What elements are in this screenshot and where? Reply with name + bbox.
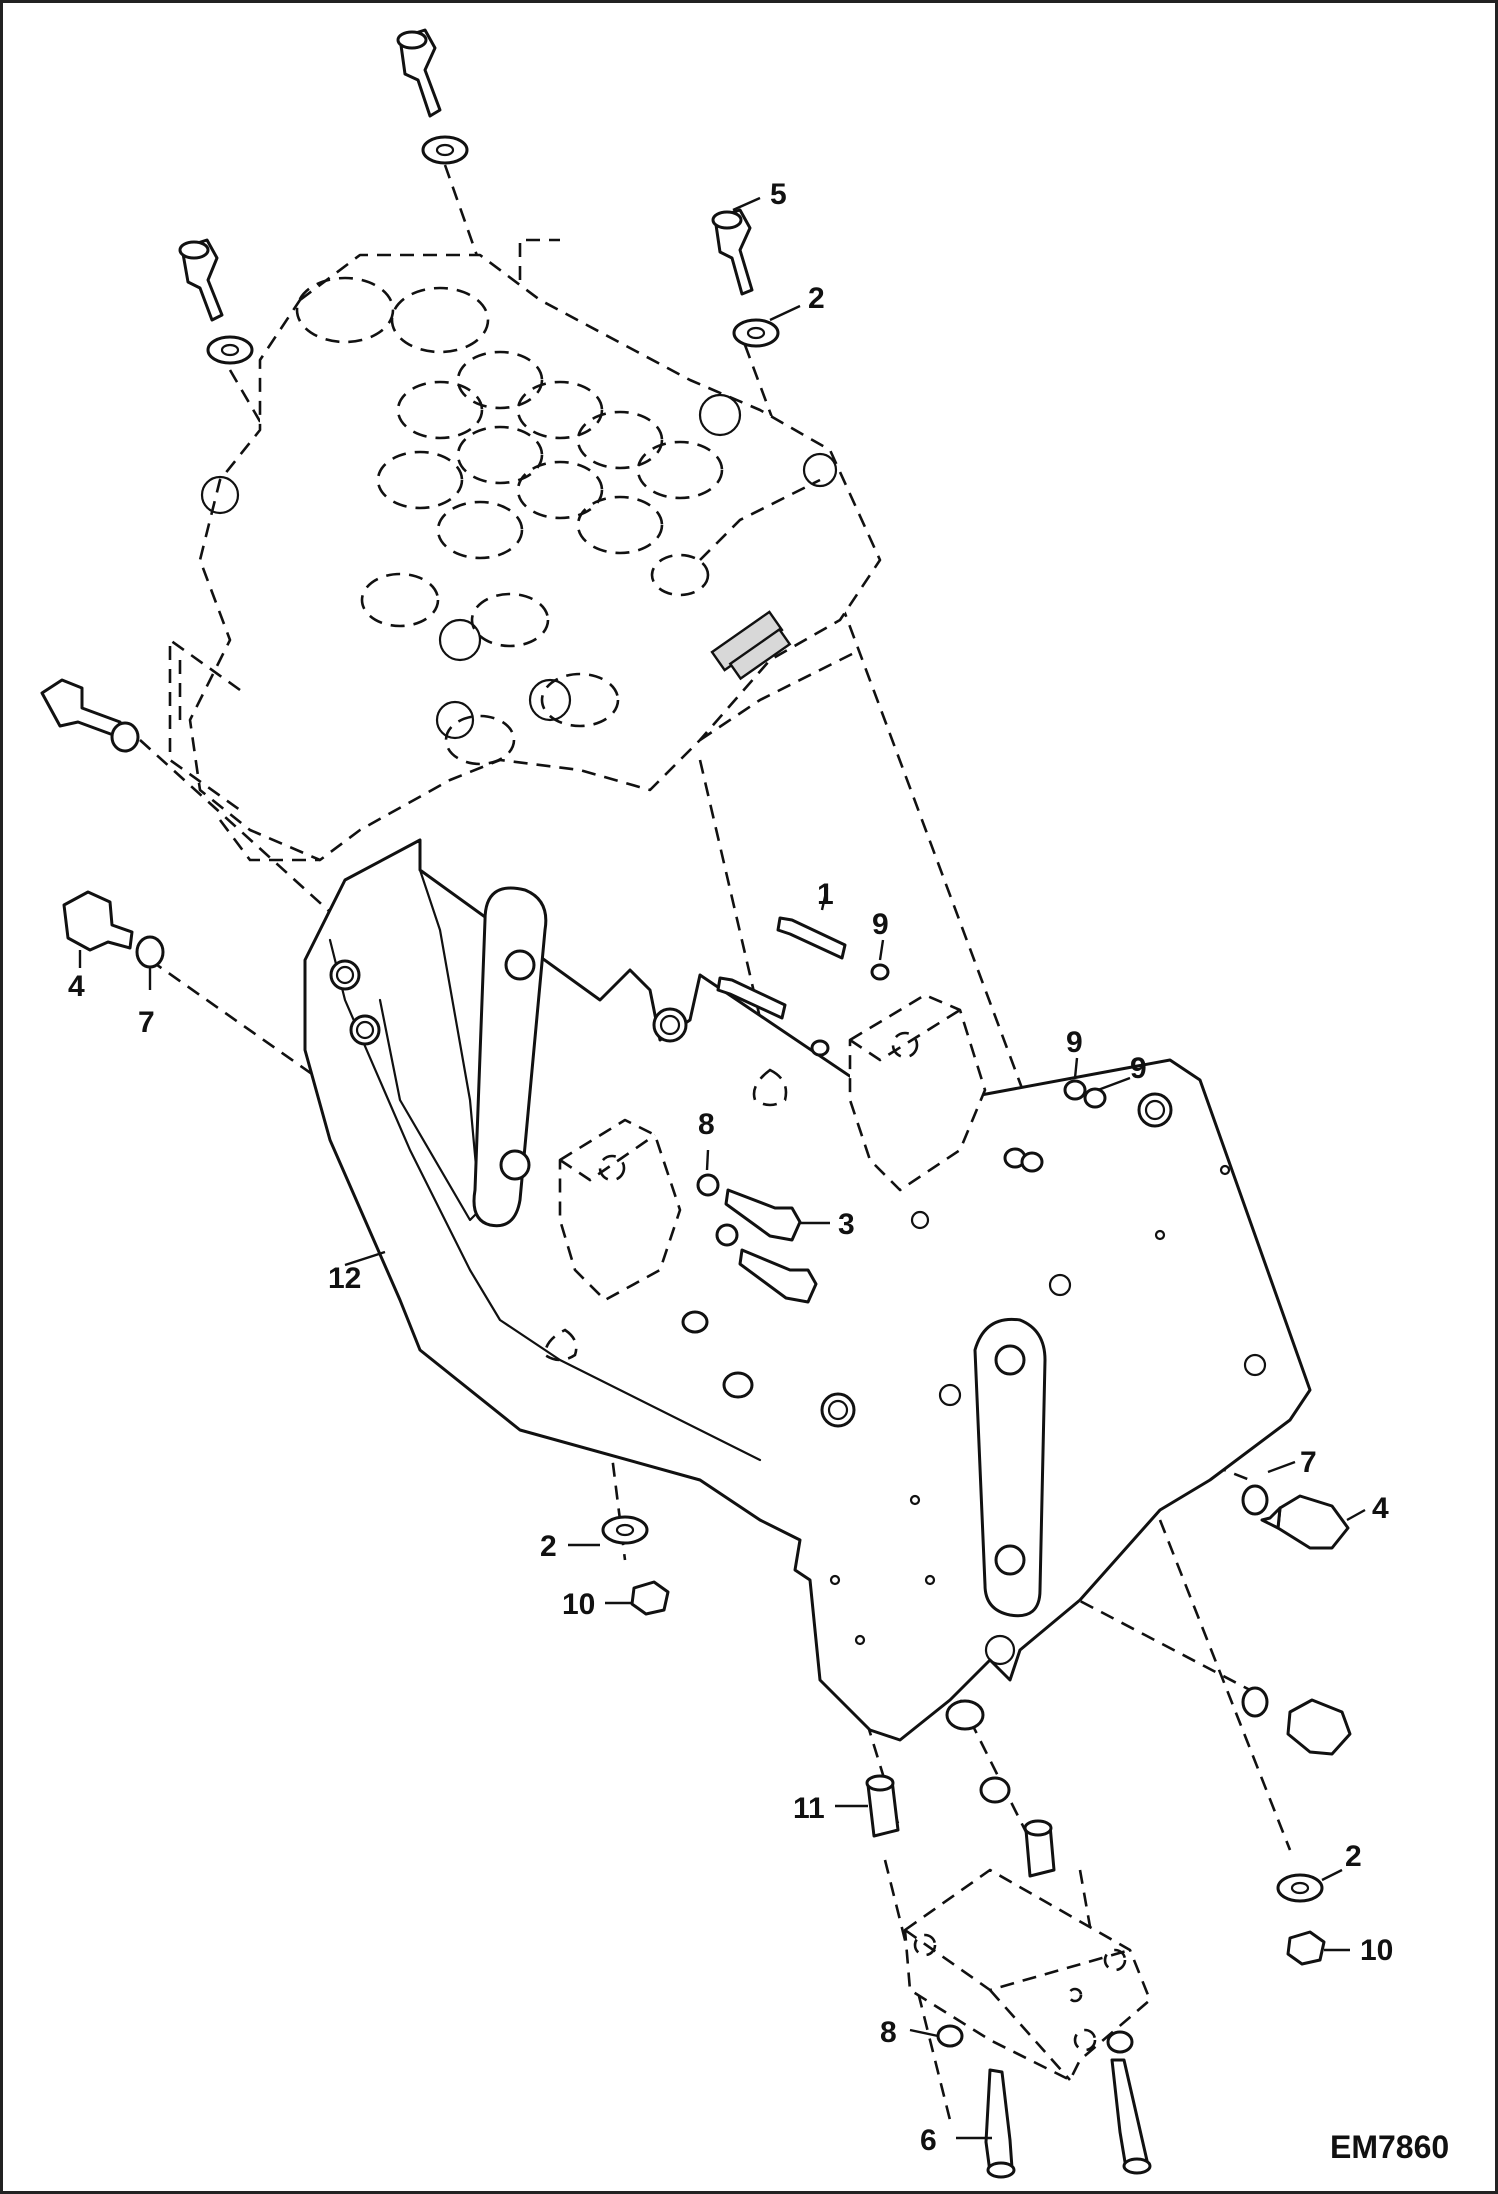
bolt-right-lower xyxy=(1286,1698,1352,1756)
callout-2-right: 2 xyxy=(1345,1840,1362,1873)
callout-10-left: 10 xyxy=(562,1588,595,1621)
bolt-item-4-left xyxy=(62,890,134,952)
callout-4-left: 4 xyxy=(68,970,85,1003)
washers-nuts xyxy=(110,135,1326,2054)
callout-8-lower: 8 xyxy=(880,2016,897,2049)
callout-6: 6 xyxy=(920,2124,937,2157)
bolts xyxy=(40,28,1352,2179)
callout-9-right: 9 xyxy=(1130,1052,1147,1085)
callout-leaders xyxy=(78,196,1366,2140)
bolt-lower-mid xyxy=(738,1248,818,1304)
callout-10-right: 10 xyxy=(1360,1934,1393,1967)
bolt-item-5 xyxy=(711,208,754,296)
callout-7-right: 7 xyxy=(1300,1446,1317,1479)
bolt-pin-center xyxy=(716,976,787,1020)
bolt-left-valve xyxy=(40,678,122,738)
callout-3: 3 xyxy=(838,1208,855,1241)
callout-2-lower: 2 xyxy=(540,1530,557,1563)
callout-5: 5 xyxy=(770,178,787,211)
bolt-top-center xyxy=(396,28,442,118)
callout-labels: 5 2 1 9 9 9 8 3 4 7 12 2 10 11 7 4 2 10 … xyxy=(68,178,1393,2157)
dashed-blocks xyxy=(543,993,1152,2082)
callout-9-top: 9 xyxy=(872,908,889,941)
bolt-item-6-right xyxy=(1110,2058,1152,2175)
bolt-item-4-right xyxy=(1260,1494,1350,1550)
callout-11: 11 xyxy=(793,1792,825,1825)
bolt-top-left xyxy=(178,238,224,322)
callout-2-top: 2 xyxy=(808,282,825,315)
bolt-item-6-left xyxy=(984,2068,1016,2179)
callout-4-right: 4 xyxy=(1372,1492,1389,1525)
callout-1: 1 xyxy=(817,878,834,911)
callout-12: 12 xyxy=(328,1262,361,1295)
callout-7-left: 7 xyxy=(138,1006,155,1039)
control-valve xyxy=(168,238,882,862)
bolt-item-1 xyxy=(776,916,847,960)
drawing-code: EM7860 xyxy=(1330,2129,1449,2165)
callout-8-upper: 8 xyxy=(698,1108,715,1141)
callout-9-mid: 9 xyxy=(1066,1026,1083,1059)
bolt-item-3 xyxy=(724,1188,802,1242)
